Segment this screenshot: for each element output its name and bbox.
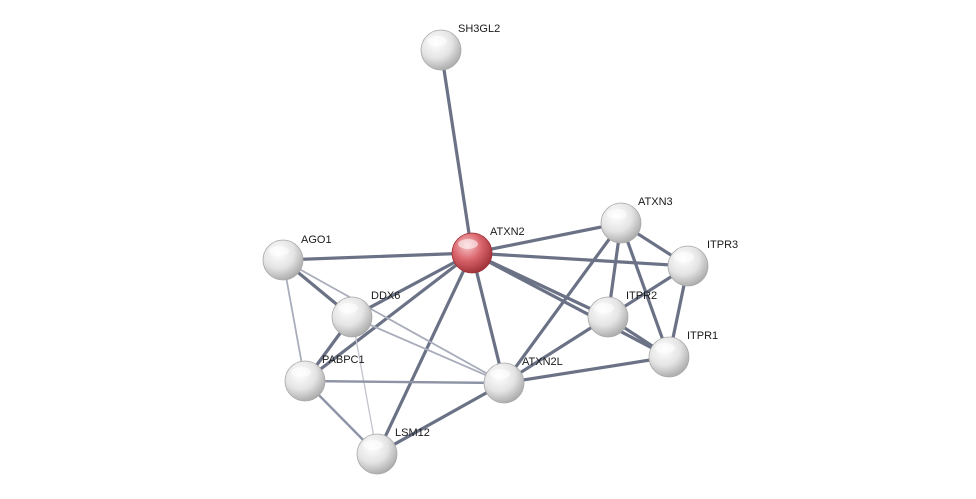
edge-ago1-atxn2l[interactable] bbox=[282, 259, 505, 384]
edge-atxn2-atxn3[interactable] bbox=[470, 221, 623, 255]
node-highlight bbox=[363, 440, 383, 450]
node-ball-atxn2[interactable] bbox=[451, 232, 493, 274]
node-label-ago1: AGO1 bbox=[301, 234, 332, 246]
node-highlight bbox=[607, 209, 627, 219]
node-ball-ago1[interactable] bbox=[262, 239, 304, 281]
edge-atxn2-pabpc1[interactable] bbox=[303, 251, 474, 383]
edge-atxn2-lsm12[interactable] bbox=[375, 251, 474, 456]
node-highlight bbox=[594, 303, 614, 313]
edge-atxn3-atxn2l[interactable] bbox=[502, 221, 623, 385]
node-ball-sh3gl2[interactable] bbox=[420, 29, 462, 71]
edge-pabpc1-atxn2l[interactable] bbox=[303, 379, 506, 385]
node-ball-ddx6[interactable] bbox=[331, 296, 373, 338]
node-label-atxn2l: ATXN2L bbox=[522, 356, 563, 368]
node-ball-itpr3[interactable] bbox=[667, 245, 709, 287]
node-label-ddx6: DDX6 bbox=[371, 290, 400, 302]
node-atxn2[interactable]: ATXN2 bbox=[451, 226, 525, 274]
node-highlight bbox=[674, 252, 694, 262]
node-highlight bbox=[655, 343, 675, 353]
edge-atxn3-itpr1[interactable] bbox=[619, 221, 671, 359]
edge-atxn2l-lsm12[interactable] bbox=[375, 381, 506, 456]
node-label-atxn3: ATXN3 bbox=[638, 196, 673, 208]
node-highlight bbox=[427, 36, 447, 46]
edge-atxn2-itpr3[interactable] bbox=[470, 251, 690, 268]
edge-atxn2-ddx6[interactable] bbox=[350, 251, 474, 319]
edge-itpr2-atxn2l[interactable] bbox=[502, 315, 610, 385]
edge-itpr1-atxn2l[interactable] bbox=[502, 355, 671, 385]
node-ball-atxn2l[interactable] bbox=[483, 362, 525, 404]
node-atxn3[interactable]: ATXN3 bbox=[600, 196, 673, 244]
node-label-lsm12: LSM12 bbox=[395, 427, 430, 439]
edge-atxn2-atxn2l[interactable] bbox=[470, 251, 506, 385]
node-lsm12[interactable]: LSM12 bbox=[356, 427, 430, 475]
edge-atxn2-sh3gl2[interactable] bbox=[439, 48, 474, 255]
edge-ago1-pabpc1[interactable] bbox=[282, 259, 306, 382]
node-itpr1[interactable]: ITPR1 bbox=[648, 330, 718, 378]
edge-atxn2-ago1[interactable] bbox=[281, 251, 474, 262]
edge-atxn2-itpr1[interactable] bbox=[470, 251, 671, 359]
node-ball-pabpc1[interactable] bbox=[284, 360, 326, 402]
node-itpr3[interactable]: ITPR3 bbox=[667, 239, 738, 287]
node-label-sh3gl2: SH3GL2 bbox=[458, 23, 500, 35]
node-highlight bbox=[269, 246, 289, 256]
node-highlight bbox=[338, 303, 358, 313]
node-ago1[interactable]: AGO1 bbox=[262, 234, 332, 281]
edge-ddx6-atxn2l[interactable] bbox=[351, 316, 505, 384]
node-ddx6[interactable]: DDX6 bbox=[331, 290, 400, 338]
node-ball-lsm12[interactable] bbox=[356, 433, 398, 475]
node-highlight bbox=[490, 369, 510, 379]
node-ball-itpr1[interactable] bbox=[648, 336, 690, 378]
node-ball-itpr2[interactable] bbox=[587, 296, 629, 338]
node-label-itpr2: ITPR2 bbox=[626, 290, 657, 302]
node-label-pabpc1: PABPC1 bbox=[322, 354, 365, 366]
node-itpr2[interactable]: ITPR2 bbox=[587, 290, 657, 338]
node-atxn2l[interactable]: ATXN2L bbox=[483, 356, 563, 404]
node-pabpc1[interactable]: PABPC1 bbox=[284, 354, 365, 402]
node-sh3gl2[interactable]: SH3GL2 bbox=[420, 23, 500, 71]
node-label-itpr3: ITPR3 bbox=[707, 239, 738, 251]
node-label-itpr1: ITPR1 bbox=[687, 330, 718, 342]
node-ball-atxn3[interactable] bbox=[600, 202, 642, 244]
node-label-atxn2: ATXN2 bbox=[490, 226, 525, 238]
node-highlight bbox=[458, 239, 478, 249]
edge-ddx6-lsm12[interactable] bbox=[351, 316, 378, 455]
node-highlight bbox=[291, 367, 311, 377]
